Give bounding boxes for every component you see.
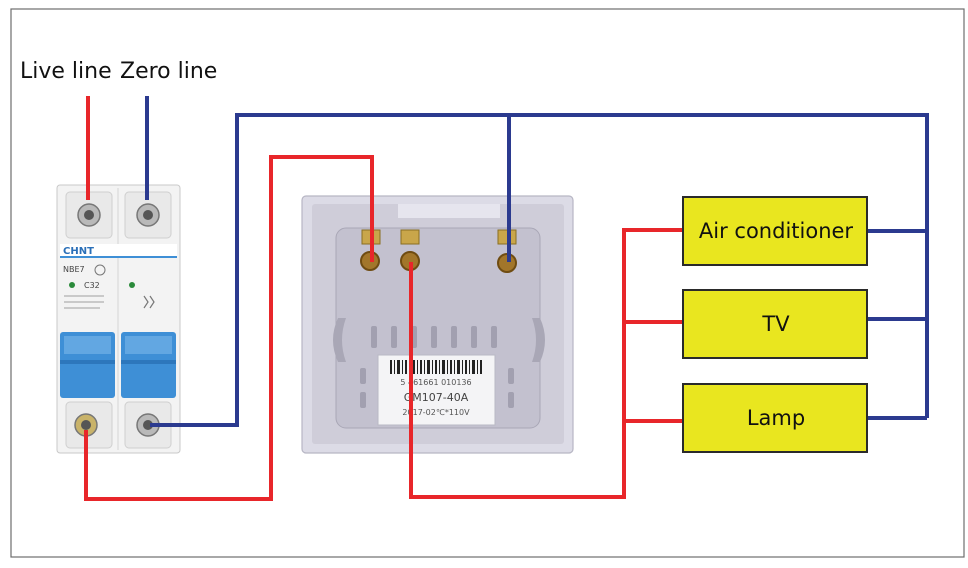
load-label-tv: TV [761,312,790,336]
product-label: 5 461661 010136 GM107-40A 2017-02℃*110V [377,354,496,426]
breaker-bottom-terminal-live [65,401,113,449]
neutral-bus-wire [150,113,929,427]
breaker-lever-neutral [121,332,176,398]
breaker-bottom-terminal-neutral [124,401,172,449]
contact-symbol-icon [143,295,155,309]
circuit-breaker: CHNT NBE7 C32 [56,184,181,454]
load-box-lamp [682,383,868,453]
vent-slots [360,326,514,408]
status-indicator-icon [69,282,75,288]
mounting-clip-left [333,318,346,362]
switch-to-loads-live-wire [409,228,683,499]
zero-line-label: Zero line [120,59,217,84]
load-box-air-conditioner [682,196,868,266]
load-lamp: Lamp [682,383,868,453]
status-indicator-icon-2 [129,282,135,288]
live-line-label: Live line [20,59,112,84]
load-box-tv [682,289,868,359]
mounting-clip-right [532,318,545,362]
switch-terminal-load-out [400,229,420,271]
barcode-number: 5 461661 010136 [400,378,471,387]
breaker-model: NBE7 [63,265,85,274]
live-wires [84,96,683,501]
load-label-air-conditioner: Air conditioner [699,219,854,243]
load-tv: TV [682,289,868,359]
smart-switch-back: 5 461661 010136 GM107-40A 2017-02℃*110V [301,195,574,454]
breaker-lever-live [60,332,115,398]
breaker-brand: CHNT [63,246,94,257]
switch-model: GM107-40A [404,391,469,404]
neutral-wires [145,96,929,427]
load-air-conditioner: Air conditioner [682,196,868,266]
breaker-top-terminal-neutral [124,191,172,239]
breaker-top-terminal-live [65,191,113,239]
breaker-to-switch-live-wire [84,155,374,501]
breaker-rating: C32 [84,281,100,290]
load-label-lamp: Lamp [747,406,805,430]
certification-mark-icon [94,264,106,276]
switch-spec: 2017-02℃*110V [402,408,470,417]
